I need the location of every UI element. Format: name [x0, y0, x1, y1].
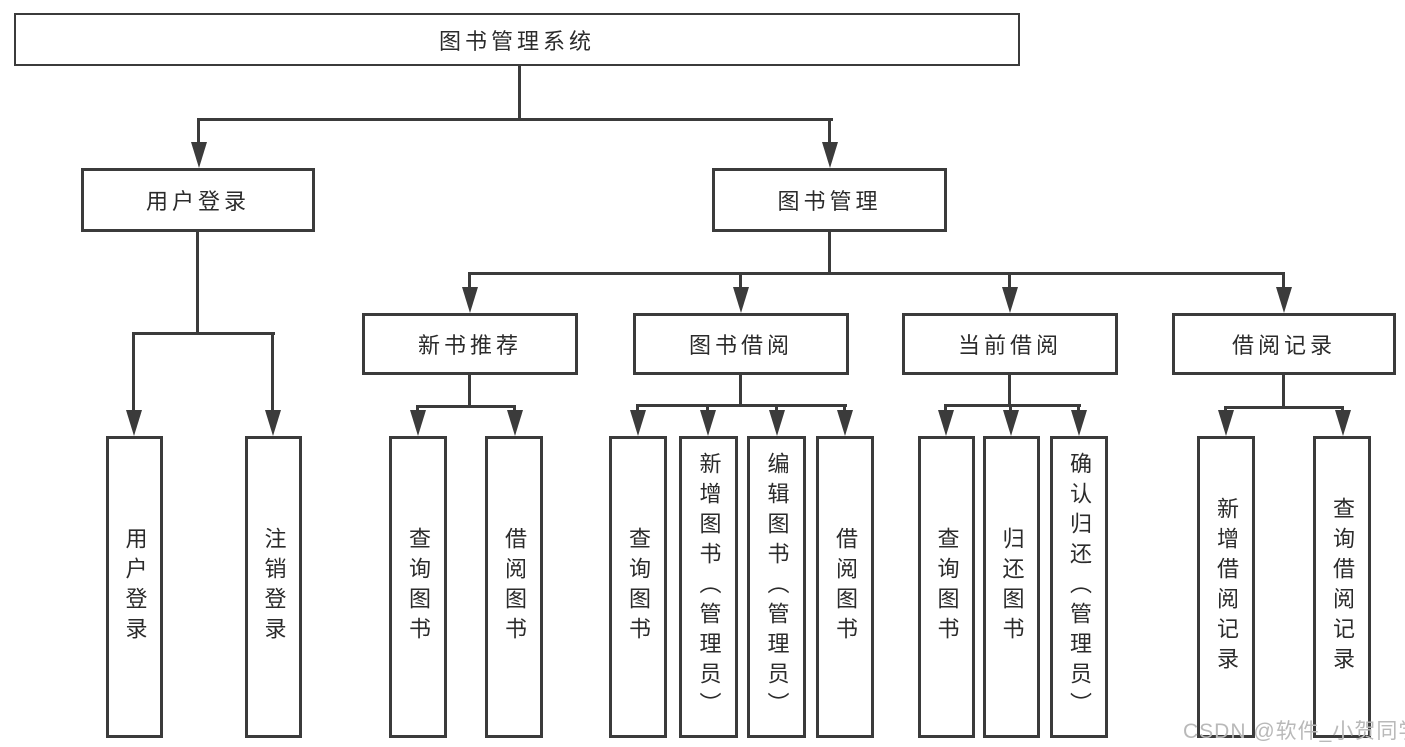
connector-user-login-bar: [132, 332, 275, 335]
leaf-edit-book-admin: 编辑图书（管理员）: [747, 436, 806, 738]
connector-shaft: [197, 118, 200, 148]
arrowhead-down-icon: [1276, 287, 1292, 313]
leaf-add-borrow-record: 新增借阅记录: [1197, 436, 1255, 738]
leaf-query-books-current: 查询图书: [918, 436, 975, 738]
arrowhead-down-icon: [1218, 410, 1234, 436]
leaf-add-book-admin: 新增图书（管理员）: [679, 436, 738, 738]
arrowhead-down-icon: [822, 142, 838, 168]
connector-new-books-bar: [416, 405, 516, 408]
node-new-book-recommend: 新书推荐: [362, 313, 578, 375]
connector-book-mgmt-trunk: [828, 232, 831, 275]
node-current-borrowing: 当前借阅: [902, 313, 1118, 375]
arrowhead-down-icon: [126, 410, 142, 436]
node-user-login: 用户登录: [81, 168, 315, 232]
connector-shaft: [828, 118, 831, 148]
arrowhead-down-icon: [1335, 410, 1351, 436]
connector-shaft: [271, 332, 274, 414]
leaf-return-books: 归还图书: [983, 436, 1040, 738]
connector-user-login-trunk: [196, 232, 199, 335]
leaf-borrow-books: 借阅图书: [816, 436, 874, 738]
arrowhead-down-icon: [733, 287, 749, 313]
node-book-management: 图书管理: [712, 168, 947, 232]
connector-current-borrow-trunk: [1008, 375, 1011, 407]
connector-book-mgmt-bar: [468, 272, 1285, 275]
arrowhead-down-icon: [1002, 287, 1018, 313]
arrowhead-down-icon: [1003, 410, 1019, 436]
arrowhead-down-icon: [769, 410, 785, 436]
arrowhead-down-icon: [630, 410, 646, 436]
leaf-user-login: 用户登录: [106, 436, 163, 738]
csdn-watermark: CSDN @软件_小贺同学: [1183, 720, 1405, 743]
arrowhead-down-icon: [1071, 410, 1087, 436]
connector-shaft: [468, 272, 471, 292]
node-borrow-records: 借阅记录: [1172, 313, 1396, 375]
arrowhead-down-icon: [507, 410, 523, 436]
arrowhead-down-icon: [837, 410, 853, 436]
connector-root-bar: [197, 118, 833, 121]
connector-root-trunk: [518, 66, 521, 121]
node-library-management-system: 图书管理系统: [14, 13, 1020, 66]
leaf-query-books-recommend: 查询图书: [389, 436, 447, 738]
connector-shaft: [739, 272, 742, 292]
arrowhead-down-icon: [265, 410, 281, 436]
node-book-borrowing: 图书借阅: [633, 313, 849, 375]
leaf-query-borrow-record: 查询借阅记录: [1313, 436, 1371, 738]
connector-book-borrow-trunk: [739, 375, 742, 407]
connector-borrow-records-bar: [1224, 406, 1344, 409]
arrowhead-down-icon: [700, 410, 716, 436]
leaf-confirm-return-admin: 确认归还（管理员）: [1050, 436, 1108, 738]
arrowhead-down-icon: [410, 410, 426, 436]
arrowhead-down-icon: [191, 142, 207, 168]
arrowhead-down-icon: [938, 410, 954, 436]
connector-current-borrow-bar: [944, 404, 1081, 407]
leaf-logout: 注销登录: [245, 436, 302, 738]
connector-new-books-trunk: [468, 375, 471, 408]
connector-shaft: [1282, 272, 1285, 292]
connector-shaft: [132, 332, 135, 414]
connector-shaft: [1008, 272, 1011, 292]
connector-borrow-records-trunk: [1282, 375, 1285, 409]
connector-book-borrow-bar: [636, 404, 847, 407]
leaf-borrow-books-recommend: 借阅图书: [485, 436, 543, 738]
leaf-query-books-borrow: 查询图书: [609, 436, 667, 738]
arrowhead-down-icon: [462, 287, 478, 313]
